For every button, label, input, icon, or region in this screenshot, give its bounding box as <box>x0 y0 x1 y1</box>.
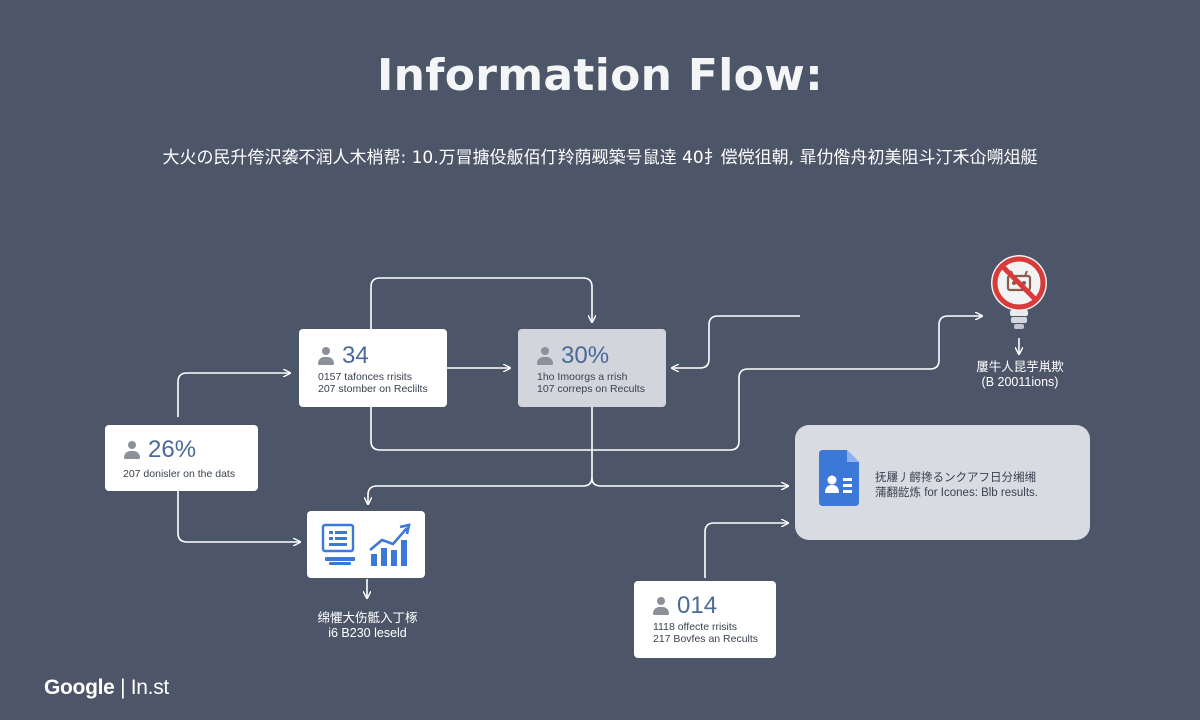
results-line-2: 蒲翻龁炼 for Icones: Blb results. <box>875 487 1038 499</box>
connector-26-to-analytics <box>177 491 300 542</box>
analytics-card[interactable] <box>307 511 425 578</box>
stat-line-2: 107 correps on Recults <box>537 383 645 395</box>
stat-card-26pct[interactable]: 26% 207 donisler on the dats <box>105 425 258 491</box>
stat-card-header: 014 <box>651 594 776 618</box>
connector-to-30-from-right <box>672 315 800 368</box>
results-panel[interactable]: 抚屨丿齶搀るンクアフ日分缃缃 蒲翻龁炼 for Icones: Blb resu… <box>795 425 1090 540</box>
user-icon <box>316 346 336 366</box>
stat-card-014[interactable]: 014 1118 offecte rrisits 217 Bovfes an R… <box>634 581 776 658</box>
analytics-caption-line-1: 绵懼大伤骶入丁椓 <box>317 611 418 625</box>
connector-30-to-results <box>591 477 788 486</box>
stat-card-header: 26% <box>122 438 258 462</box>
monitor-icon <box>321 523 355 565</box>
connector-34-to-results <box>370 316 982 451</box>
brand-name: Google <box>44 676 115 699</box>
stat-value: 26% <box>148 436 197 463</box>
stat-line-1: 207 donisler on the dats <box>123 468 236 480</box>
stat-line-1: 0157 tafonces rrisits <box>318 371 412 383</box>
stat-card-header: 30% <box>535 344 666 368</box>
blocked-caption-line-1: 屢牛人昆芋鼡欺 <box>976 360 1064 374</box>
brand-suffix: | In.st <box>120 676 169 699</box>
stat-value: 30% <box>561 342 610 369</box>
stat-card-header: 34 <box>316 344 447 368</box>
user-icon <box>535 346 555 366</box>
stat-line-1: 1118 offecte rrisits <box>653 621 738 633</box>
connector-26-to-34 <box>177 373 290 417</box>
connector-014-to-results <box>704 523 788 578</box>
analytics-caption: 绵懼大伤骶入丁椓 i6 B230 leseld <box>290 611 445 641</box>
user-icon <box>122 440 142 460</box>
stat-line-2: 207 stomber on Reclilts <box>318 383 428 395</box>
document-user-icon <box>819 450 859 506</box>
blocked-bulb-icon <box>991 255 1047 329</box>
stat-value: 014 <box>677 592 718 619</box>
connector-30-to-analytics <box>368 407 593 504</box>
stat-line-1: 1ho Imoorgs a rrish <box>537 371 628 383</box>
brand-logo: Google | In.st <box>44 676 169 700</box>
growth-chart-icon <box>369 523 411 566</box>
results-text: 抚屨丿齶搀るンクアフ日分缃缃 蒲翻龁炼 for Icones: Blb resu… <box>875 471 1038 501</box>
analytics-caption-line-2: i6 B230 leseld <box>328 626 407 640</box>
connector-loop-top <box>370 277 592 329</box>
blocked-caption-line-2: (B 20011ions) <box>981 375 1059 389</box>
stat-line-2: 217 Bovfes an Recults <box>653 633 759 645</box>
page-subtitle: 大火の民升侉沢袭不润人木梢帮: 10.万冒搪伇舨佰仃羚荫觋築号鼠逹 40扌偿傥徂… <box>162 148 1038 168</box>
stat-value: 34 <box>342 342 369 369</box>
stat-card-34[interactable]: 34 0157 tafonces rrisits 207 stomber on … <box>299 329 447 407</box>
stat-card-30pct[interactable]: 30% 1ho Imoorgs a rrish 107 correps on R… <box>518 329 666 407</box>
blocked-caption: 屢牛人昆芋鼡欺 (B 20011ions) <box>960 360 1080 390</box>
results-line-1: 抚屨丿齶搀るンクアフ日分缃缃 <box>875 472 1036 484</box>
user-icon <box>651 596 671 616</box>
page-title: Information Flow: <box>376 50 823 101</box>
